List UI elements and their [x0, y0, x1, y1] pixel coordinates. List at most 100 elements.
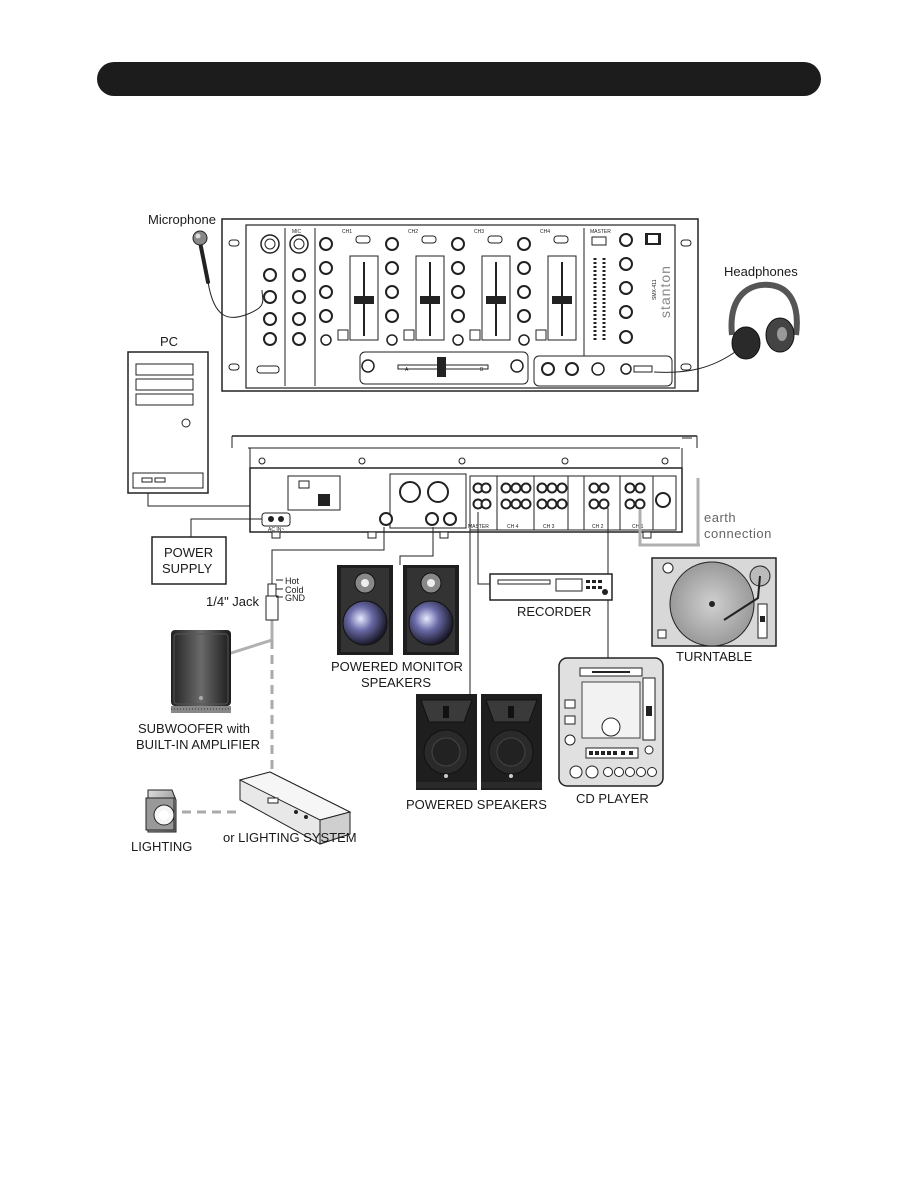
jack-hot-label: Hot	[285, 576, 300, 586]
rca-jack	[624, 482, 636, 494]
rear-ch3-label: CH 3	[543, 524, 555, 530]
rear-ch2-label: CH 2	[592, 524, 604, 530]
power-supply-label-line2: SUPPLY	[162, 561, 213, 576]
channel-knob	[319, 237, 333, 251]
rca-jack	[624, 498, 636, 510]
earth-label-line1: earth	[704, 510, 736, 525]
channel-label: CH1	[342, 229, 352, 235]
rca-jack	[546, 482, 558, 494]
lighting-label: LIGHTING	[131, 839, 192, 854]
crossfader-a-label: A	[405, 367, 409, 373]
jack-gnd-label: GND	[285, 593, 306, 603]
subwoofer-label-line2: BUILT-IN AMPLIFIER	[136, 737, 260, 752]
turntable-label: TURNTABLE	[676, 649, 753, 664]
header-bar	[97, 62, 821, 96]
rca-jack	[536, 498, 548, 510]
powered-monitor-speakers-icon	[337, 565, 459, 655]
channel-label: CH3	[474, 229, 484, 235]
pc-tower-icon	[127, 351, 323, 507]
monitor-speakers-label-line1: POWERED MONITOR	[331, 659, 463, 674]
channel-knob	[385, 285, 399, 299]
rca-jack	[546, 498, 558, 510]
rca-jack	[588, 482, 600, 494]
cables	[182, 478, 700, 814]
earth-label-line2: connection	[704, 526, 772, 541]
rca-jack	[480, 482, 492, 494]
channel-knob	[319, 309, 333, 323]
channel-knob	[319, 285, 333, 299]
power-supply-label-line1: POWER	[164, 545, 213, 560]
ac-in-label: AC IN~	[268, 527, 284, 533]
channel-switch	[355, 235, 371, 244]
lighting-system-icon	[238, 771, 352, 845]
rca-jack	[510, 482, 522, 494]
channel-knob	[451, 309, 465, 323]
cd-player-icon	[558, 657, 664, 787]
rca-jack	[520, 498, 532, 510]
mic-section-label: MIC	[292, 229, 302, 235]
channel-knob	[517, 261, 531, 275]
rca-jack	[556, 498, 568, 510]
jack-cold-label: Cold	[285, 585, 304, 595]
microphone-icon	[192, 230, 264, 318]
recorder-icon	[489, 573, 613, 601]
lighting-system-label: or LIGHTING SYSTEM	[223, 830, 357, 845]
quarter-inch-jack-icon	[265, 575, 283, 621]
lighting-icon	[145, 789, 177, 833]
fader-cap	[552, 296, 572, 304]
channel-knob	[385, 237, 399, 251]
master-section-label: MASTER	[590, 229, 611, 235]
rca-jack	[510, 498, 522, 510]
channel-knob	[385, 261, 399, 275]
channel-switch	[487, 235, 503, 244]
fader-cap	[420, 296, 440, 304]
channel-knob	[319, 261, 333, 275]
model-label: SMX-411	[652, 279, 658, 300]
mixer-rear-panel: AC IN~ MASTER CH 4 CH 3 CH 2 CH 1	[231, 435, 698, 539]
turntable-icon	[651, 557, 777, 647]
channel-label: CH4	[540, 229, 550, 235]
rca-jack	[500, 498, 512, 510]
channel-knob	[517, 309, 531, 323]
rca-jack	[634, 482, 646, 494]
channel-switch	[421, 235, 437, 244]
pc-label: PC	[160, 334, 178, 349]
rear-ch4-label: CH 4	[507, 524, 519, 530]
powered-speakers-label: POWERED SPEAKERS	[406, 797, 547, 812]
brand-logo: stanton	[657, 265, 673, 318]
channel-knob	[517, 237, 531, 251]
crossfader-b-label: B	[480, 367, 484, 373]
rca-jack	[536, 482, 548, 494]
headphones-label: Headphones	[724, 264, 798, 279]
rear-master-label: MASTER	[468, 524, 489, 530]
subwoofer-icon	[171, 630, 231, 713]
channel-label: CH2	[408, 229, 418, 235]
rca-jack	[500, 482, 512, 494]
channel-knob	[517, 285, 531, 299]
rca-jack	[520, 482, 532, 494]
channel-knob	[451, 285, 465, 299]
rca-jack	[598, 498, 610, 510]
rear-ch1-label: CH 1	[632, 524, 644, 530]
channel-switch	[553, 235, 569, 244]
rca-jack	[588, 498, 600, 510]
rca-jack	[598, 482, 610, 494]
rca-jack	[556, 482, 568, 494]
channel-knob	[385, 309, 399, 323]
channel-knob	[451, 261, 465, 275]
subwoofer-label-line1: SUBWOOFER with	[138, 721, 250, 736]
power-supply-box	[151, 536, 227, 585]
cd-player-label: CD PLAYER	[576, 791, 649, 806]
headphones-icon	[653, 281, 800, 373]
rca-jack	[480, 498, 492, 510]
powered-speakers-icon	[416, 694, 542, 790]
fader-cap	[354, 296, 374, 304]
channel-knob	[451, 237, 465, 251]
rca-jack	[634, 498, 646, 510]
fader-cap	[486, 296, 506, 304]
mixer-front-panel: MIC CH1 CH2 CH3 CH4 A B MASTER stanton SMX-…	[221, 218, 699, 392]
microphone-label: Microphone	[148, 212, 216, 227]
jack-label: 1/4" Jack	[206, 594, 260, 609]
monitor-speakers-label-line2: SPEAKERS	[361, 675, 431, 690]
